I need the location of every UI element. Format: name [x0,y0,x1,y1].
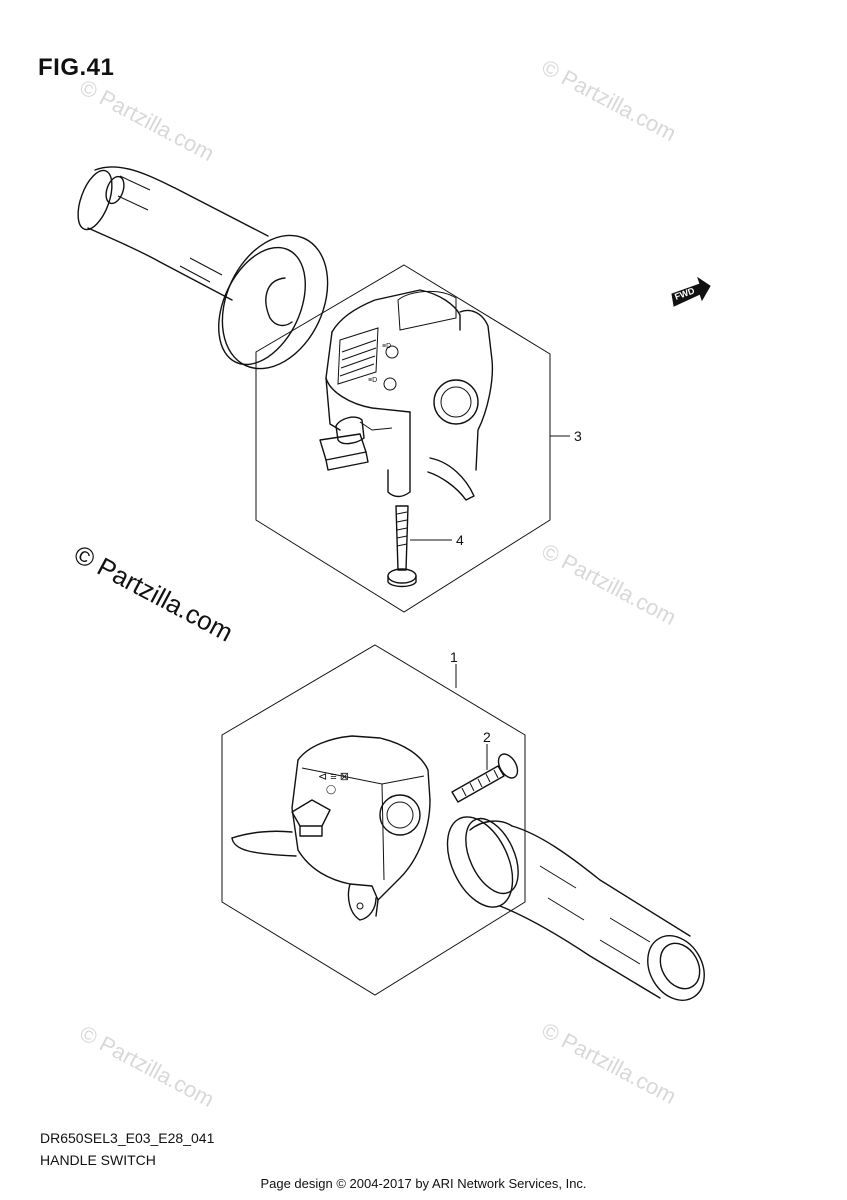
watermark-text: © Partzilla.com [538,54,681,146]
watermark-text: © Partzilla.com [538,1017,681,1109]
watermark-group: © Partzilla.com © Partzilla.com © Partzi… [69,54,680,1112]
figure-code: DR650SEL3_E03_E28_041 [40,1130,215,1146]
svg-text:≡D: ≡D [368,377,377,384]
watermark-text-dark: © Partzilla.com [69,539,238,648]
screw-part-2-drawing [451,753,519,803]
callout-2: 2 [483,729,491,770]
throttle-grip-drawing [77,166,329,370]
callout-3: 3 [550,428,582,444]
callout-4-label: 4 [456,532,464,548]
fwd-arrow-icon: FWD [671,276,711,307]
watermark-text: © Partzilla.com [76,1020,219,1112]
svg-text:⊲ ≡ ⊠: ⊲ ≡ ⊠ [318,771,349,783]
right-handle-switch-drawing: ≡D ≡D [319,289,494,501]
figure-name: HANDLE SWITCH [40,1152,156,1168]
callout-4: 4 [410,532,464,548]
left-grip-drawing [446,816,705,1001]
screw-part-4-drawing [387,505,417,588]
callout-3-label: 3 [574,428,582,444]
page-footer: Page design © 2004-2017 by ARI Network S… [260,1176,587,1191]
callout-1-label: 1 [450,649,458,665]
watermark-text: © Partzilla.com [76,74,219,166]
right-handle-switch-box [255,264,551,613]
svg-text:◯: ◯ [326,784,336,795]
svg-text:≡D: ≡D [382,343,391,350]
watermark-text: © Partzilla.com [538,538,681,630]
left-handle-switch-box [221,644,526,996]
left-handle-switch-drawing: ⊲ ≡ ⊠ ◯ [231,735,431,921]
figure-title: FIG.41 [38,54,115,81]
callout-2-label: 2 [483,729,491,745]
callout-1: 1 [450,649,458,688]
